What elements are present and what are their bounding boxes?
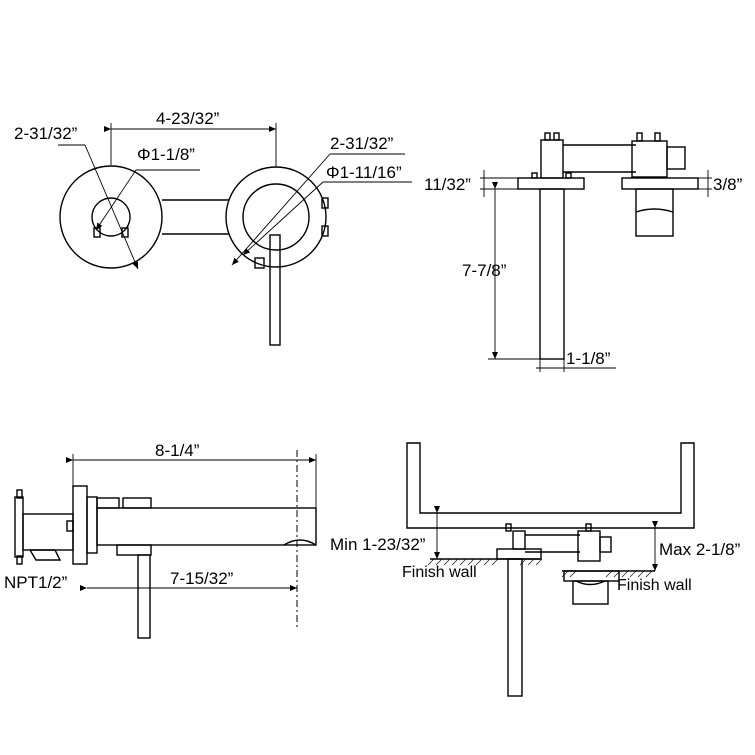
plate-thickness-right-dimension: 3/8”	[698, 170, 743, 197]
dim-handle-width: 1-1/8”	[566, 349, 611, 368]
dim-right-bore: Φ1-11/16”	[326, 163, 402, 182]
dim-spout-length: 8-1/4”	[155, 441, 200, 460]
handle-width-dimension: 1-1/8”	[536, 349, 616, 372]
finish-wall-left-label: Finish wall	[402, 564, 477, 581]
connection-dimension: NPT1/2”	[4, 573, 68, 592]
dim-center-distance: 4-23/32”	[156, 109, 220, 128]
connecting-body	[162, 199, 229, 235]
dim-handle-length: 7-7/8”	[462, 261, 507, 280]
dim-plate-thickness-right: 3/8”	[713, 175, 743, 194]
dim-connection: NPT1/2”	[4, 573, 68, 592]
wall-section	[406, 442, 695, 529]
max-depth-dimension: Max 2-1/8”	[652, 521, 741, 571]
left-escutcheon-plate	[59, 165, 163, 269]
dim-plate-thickness-left: 11/32”	[424, 175, 471, 194]
front-view: 4-23/32” 2-31/32” Φ1-1/8” 2-31/32” Φ1-11…	[14, 109, 412, 346]
spout-reach-dimension: 7-15/32”	[80, 450, 298, 628]
valve-body-top	[540, 132, 686, 179]
center-distance-dimension: 4-23/32”	[104, 109, 277, 167]
dim-left-plate: 2-31/32”	[14, 124, 78, 143]
dim-left-bore: Φ1-1/8”	[137, 145, 195, 164]
right-plate-dimension: 2-31/32”	[231, 134, 405, 266]
right-escutcheon-plate	[225, 166, 329, 346]
finish-wall-right-label: Finish wall	[617, 577, 692, 594]
handle-top	[539, 188, 565, 360]
handle-side	[137, 554, 151, 639]
spout-outlet-top	[621, 177, 699, 237]
side-view: 8-1/4” 7-15/32” NPT1/2”	[4, 441, 317, 639]
rough-in-valve-side	[14, 489, 74, 565]
spout-length-dimension: 8-1/4”	[66, 441, 317, 508]
handle-length-dimension: 7-7/8”	[462, 182, 540, 360]
plate-thickness-left-dimension: 11/32”	[424, 170, 518, 197]
left-plate-dimension: 2-31/32”	[14, 124, 139, 270]
escutcheon-side	[72, 485, 98, 565]
max-depth: Max 2-1/8”	[659, 540, 741, 559]
left-mounting-plate	[517, 172, 585, 190]
installation-view: Min 1-23/32” Max 2-1/8” Finish wall Fini…	[330, 442, 741, 697]
dim-right-plate: 2-31/32”	[330, 134, 394, 153]
right-bore-dimension: Φ1-11/16”	[242, 163, 412, 256]
left-bore-dimension: Φ1-1/8”	[95, 145, 200, 231]
min-depth-dimension: Min 1-23/32”	[330, 506, 440, 559]
dim-spout-reach: 7-15/32”	[170, 569, 234, 588]
spout-side	[96, 497, 317, 556]
valve-body-install	[496, 523, 620, 697]
top-view: 11/32” 3/8” 7-7/8” 1-1/8”	[424, 132, 743, 372]
min-depth: Min 1-23/32”	[330, 535, 426, 554]
